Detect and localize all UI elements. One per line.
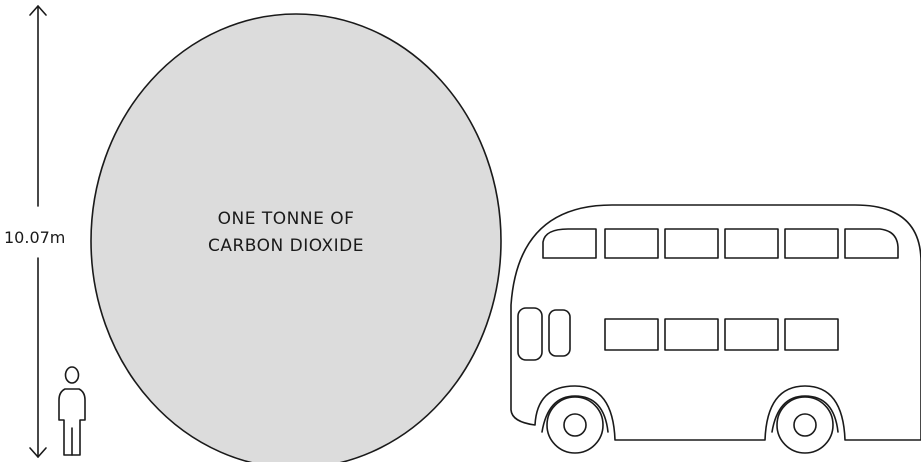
double-decker-bus-icon	[511, 205, 921, 453]
height-label: 10.07m	[4, 228, 65, 247]
co2-label-line-2: CARBON DIOXIDE	[208, 236, 364, 256]
person-icon	[59, 367, 85, 455]
co2-label-line-1: ONE TONNE OF	[218, 209, 355, 229]
